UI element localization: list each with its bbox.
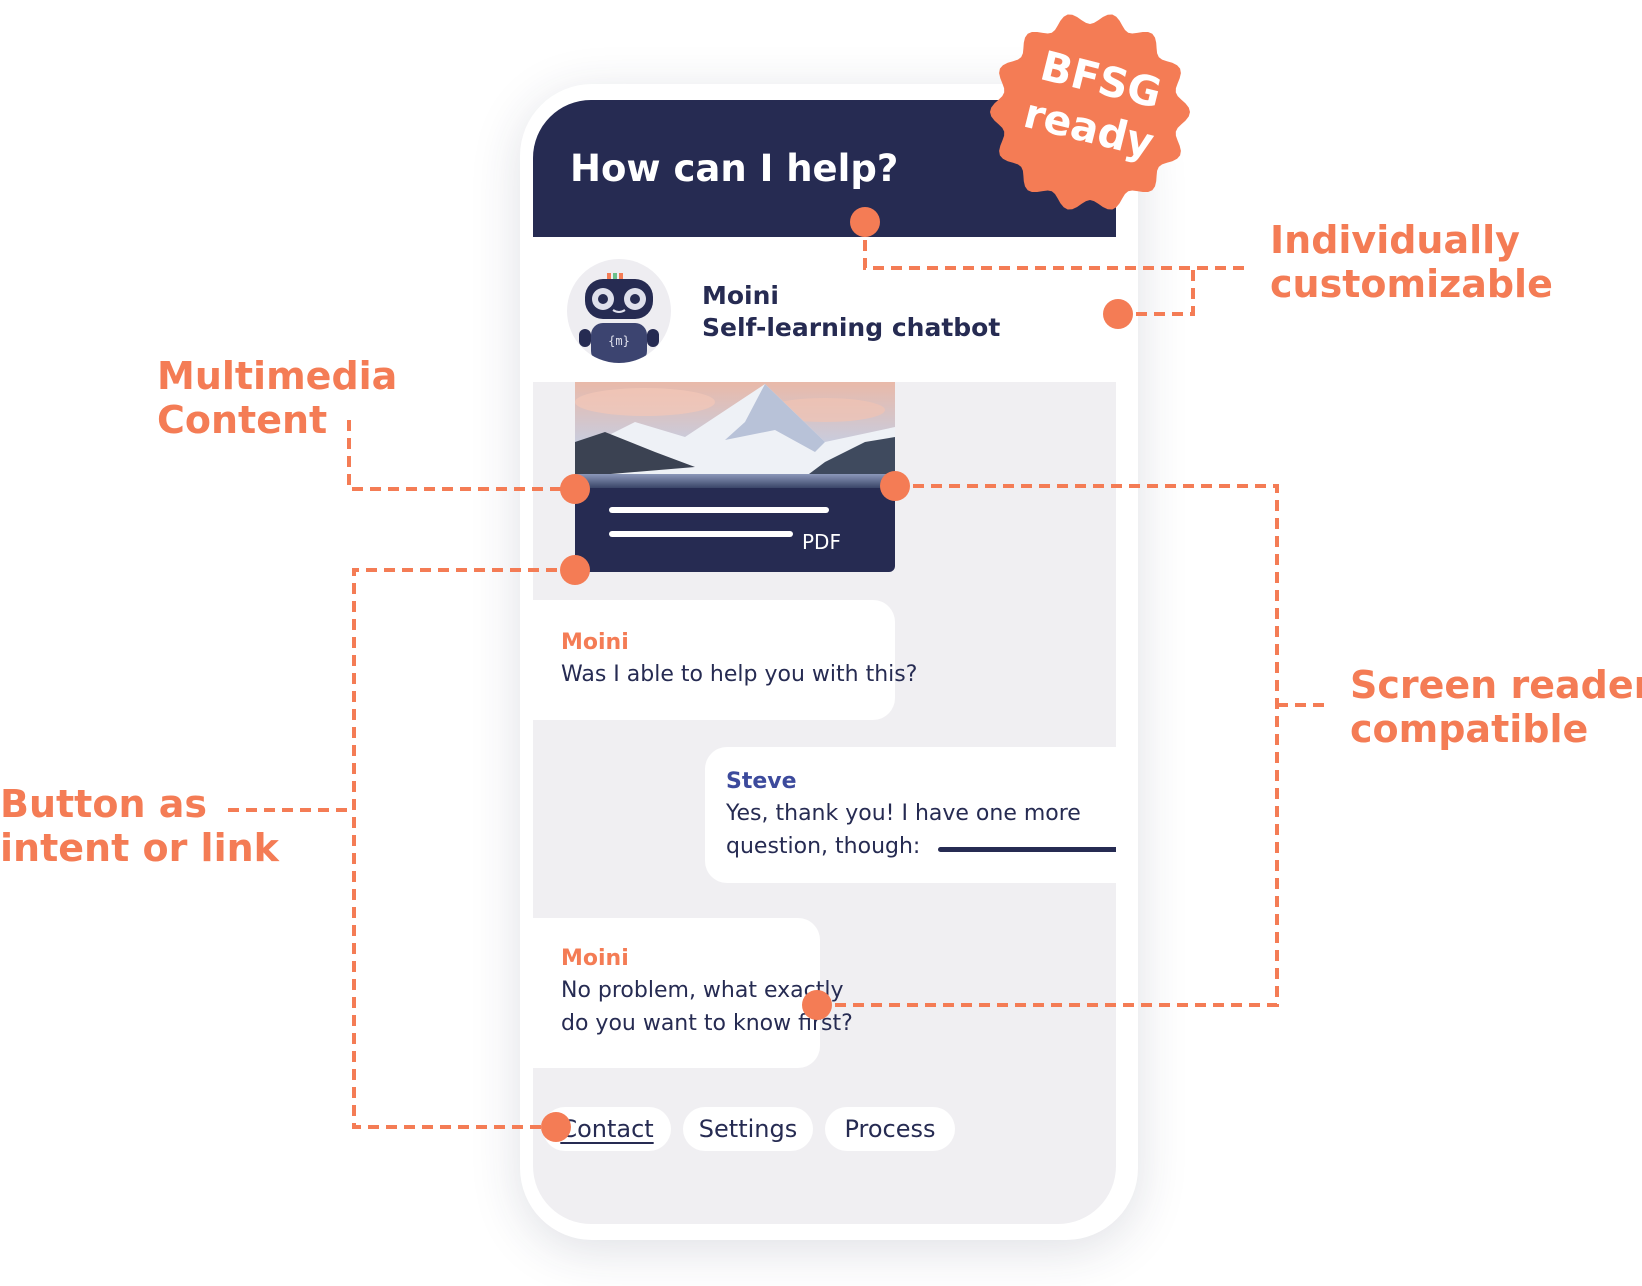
media-attachment[interactable]: PDF — [575, 382, 895, 572]
connector-customizable-header — [863, 222, 1250, 270]
connector-customizable-bot — [1118, 268, 1195, 316]
redacted-line — [938, 847, 1116, 852]
message-sender: Moini — [561, 630, 629, 655]
marker-media-accessible — [880, 471, 910, 501]
message-text-line-1: No problem, what exactly — [561, 978, 844, 1003]
marker-media-link — [560, 555, 590, 585]
message-text-line-2: question, though: — [726, 834, 921, 859]
bfsg-badge-shape — [990, 14, 1190, 210]
chat-title: How can I help? — [570, 147, 899, 190]
callout-line: Multimedia — [157, 354, 398, 398]
message-sender: Moini — [561, 946, 629, 971]
bot-name: Moini — [702, 281, 779, 310]
chat-window: How can I help? {m} Moini Self-learning … — [533, 100, 1116, 1224]
marker-message — [802, 990, 832, 1020]
desc-line-placeholder — [609, 531, 793, 537]
bot-avatar: {m} — [567, 259, 671, 363]
marker-bot-info — [1103, 299, 1133, 329]
bot-message-2: Moini No problem, what exactly do you wa… — [533, 918, 853, 1068]
marker-media — [560, 474, 590, 504]
bot-info-bar: {m} Moini Self-learning chatbot — [533, 237, 1116, 382]
callout-customizable: Individually customizable — [1270, 218, 1553, 306]
callout-line: compatible — [1350, 707, 1589, 751]
quick-reply-settings[interactable]: Settings — [683, 1107, 813, 1151]
callout-screen-reader: Screen reader compatible — [1350, 663, 1642, 751]
connector-multimedia — [347, 420, 575, 491]
bot-subtitle: Self-learning chatbot — [702, 313, 1001, 342]
bot-message-1: Moini Was I able to help you with this? — [533, 600, 917, 720]
quick-reply-contact[interactable]: Contact — [543, 1107, 671, 1151]
marker-contact-button — [541, 1112, 571, 1142]
chat-header: How can I help? — [533, 100, 1116, 237]
callout-line: customizable — [1270, 262, 1553, 306]
callout-line: intent or link — [0, 826, 279, 870]
connector-screen-reader — [817, 484, 1279, 1007]
pdf-label: PDF — [802, 530, 841, 554]
marker-header — [850, 207, 880, 237]
message-text-line-2: do you want to know first? — [561, 1011, 853, 1036]
callout-button: Button as intent or link — [0, 782, 279, 870]
media-footer: PDF — [575, 488, 895, 572]
message-sender: Steve — [726, 769, 797, 794]
callout-line: Button as — [0, 782, 207, 826]
callout-line: Content — [157, 398, 328, 442]
title-line-placeholder — [609, 507, 829, 513]
user-message: Steve Yes, thank you! I have one more qu… — [705, 747, 1116, 883]
connector-button — [352, 568, 575, 1129]
avatar-badge-text: {m} — [608, 334, 630, 348]
callout-line: Screen reader — [1350, 663, 1642, 707]
callout-line: Individually — [1270, 218, 1520, 262]
quick-reply-process[interactable]: Process — [825, 1107, 955, 1151]
message-text-line-1: Yes, thank you! I have one more — [726, 801, 1081, 826]
message-text: Was I able to help you with this? — [561, 662, 918, 687]
callout-multimedia: Multimedia Content — [157, 354, 397, 442]
robot-icon: {m} — [579, 273, 659, 363]
mountain-image — [575, 382, 895, 488]
